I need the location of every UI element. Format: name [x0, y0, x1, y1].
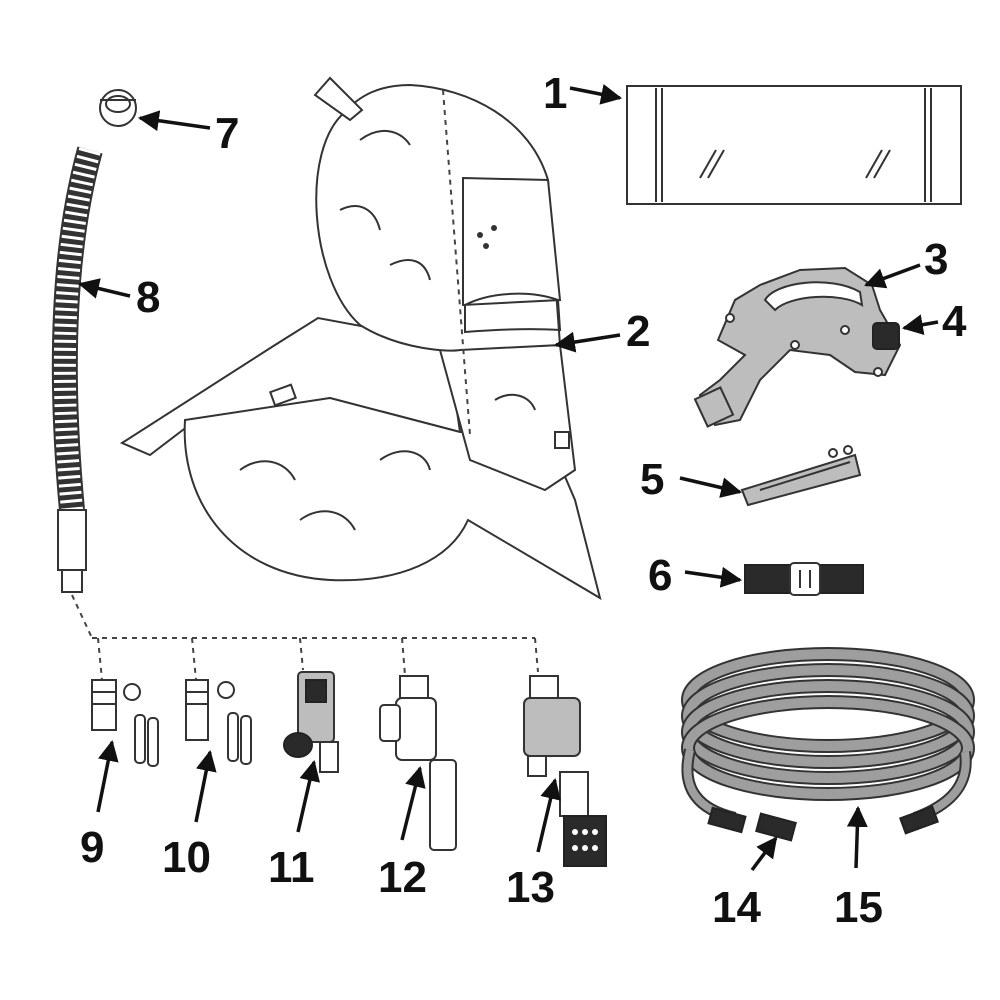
part-4-ratchet-knob [872, 322, 900, 350]
part-9-fitting [91, 679, 159, 767]
arrow-2 [553, 331, 621, 353]
arrow-13 [536, 777, 561, 853]
arrow-3 [864, 263, 921, 289]
callout-6: 6 [648, 551, 672, 600]
callout-7: 7 [215, 109, 239, 158]
part-10-fitting [185, 679, 252, 765]
arrow-10 [194, 749, 217, 823]
callout-8: 8 [136, 273, 160, 322]
callout-11: 11 [268, 843, 315, 892]
callout-12: 12 [378, 853, 427, 902]
callout-9: 9 [80, 823, 104, 872]
arrow-1 [569, 83, 623, 105]
part-13-regulator-filter [523, 675, 607, 867]
part-14-coupling [755, 812, 797, 842]
part-15-air-hose [681, 647, 975, 835]
connection-lines [71, 594, 539, 681]
callout-10: 10 [162, 833, 211, 882]
arrow-14 [750, 836, 778, 872]
arrow-4 [901, 314, 939, 336]
callout-15: 15 [834, 883, 883, 932]
arrow-8 [77, 278, 131, 299]
callout-4: 4 [942, 297, 967, 346]
arrow-11 [296, 759, 321, 833]
part-7-hose-clamp [99, 89, 137, 127]
callout-2: 2 [626, 307, 650, 356]
callout-1: 1 [543, 69, 567, 118]
arrow-5 [679, 476, 743, 498]
part-6-buckle-strap [744, 562, 864, 596]
part-1-visor-lens [626, 85, 962, 205]
part-8-breathing-tube [51, 146, 103, 593]
part-5-sweatband [740, 445, 862, 507]
part-2-hood [119, 76, 602, 601]
arrow-9 [96, 739, 119, 813]
callout-13: 13 [506, 863, 555, 912]
arrow-6 [684, 566, 743, 588]
part-3-headgear [693, 266, 902, 428]
callout-5: 5 [640, 455, 664, 504]
part-12-regulator [379, 675, 457, 851]
arrow-12 [400, 765, 426, 841]
arrow-7 [137, 110, 211, 132]
arrow-15 [846, 805, 868, 869]
callout-14: 14 [712, 883, 761, 932]
callout-3: 3 [924, 235, 948, 284]
part-11-valve [283, 671, 339, 773]
